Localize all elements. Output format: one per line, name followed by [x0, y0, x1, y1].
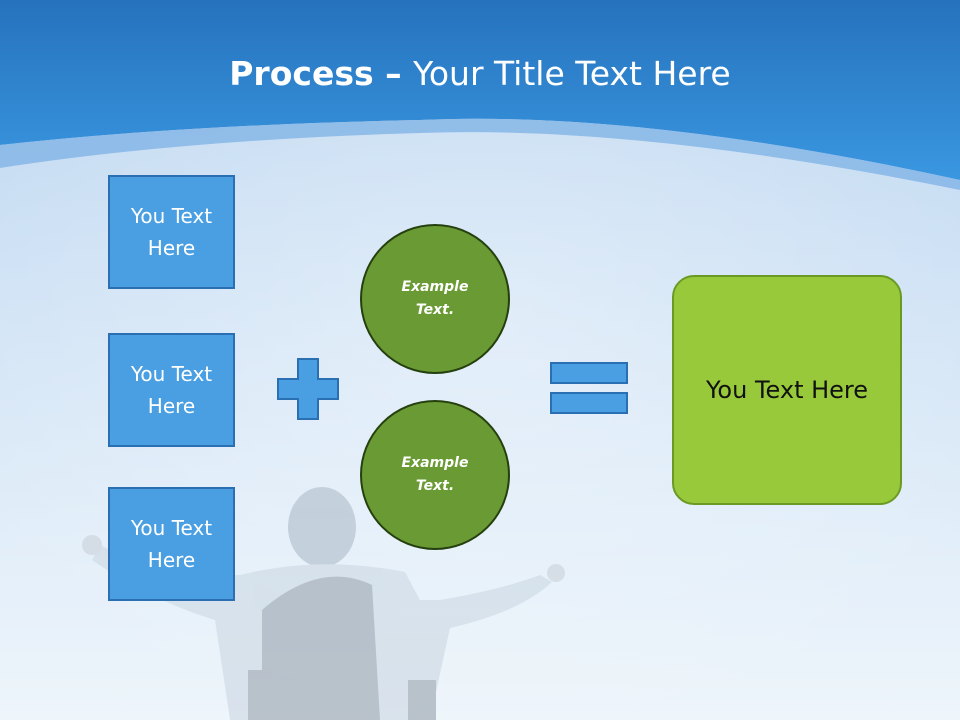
input-box-2: You Text Here: [108, 333, 235, 447]
slide-title: Process – Your Title Text Here: [0, 52, 960, 96]
input-box-2-text: You Text Here: [130, 362, 213, 418]
input-box-3: You Text Here: [108, 487, 235, 601]
result-box: You Text Here: [672, 275, 902, 505]
result-box-text: You Text Here: [705, 376, 869, 404]
plus-icon: [277, 358, 339, 420]
title-bold: Process: [229, 54, 374, 93]
input-box-3-text: You Text Here: [130, 516, 213, 572]
example-circle-2-text: Example Text.: [401, 455, 469, 494]
input-box-1-text: You Text Here: [130, 204, 213, 260]
example-circle-2: Example Text.: [360, 400, 510, 550]
example-circle-1: Example Text.: [360, 224, 510, 374]
example-circle-1-text: Example Text.: [401, 279, 469, 318]
equals-icon: [550, 362, 628, 414]
input-box-1: You Text Here: [108, 175, 235, 289]
title-rest: Your Title Text Here: [413, 54, 731, 93]
title-dash: –: [373, 54, 414, 93]
